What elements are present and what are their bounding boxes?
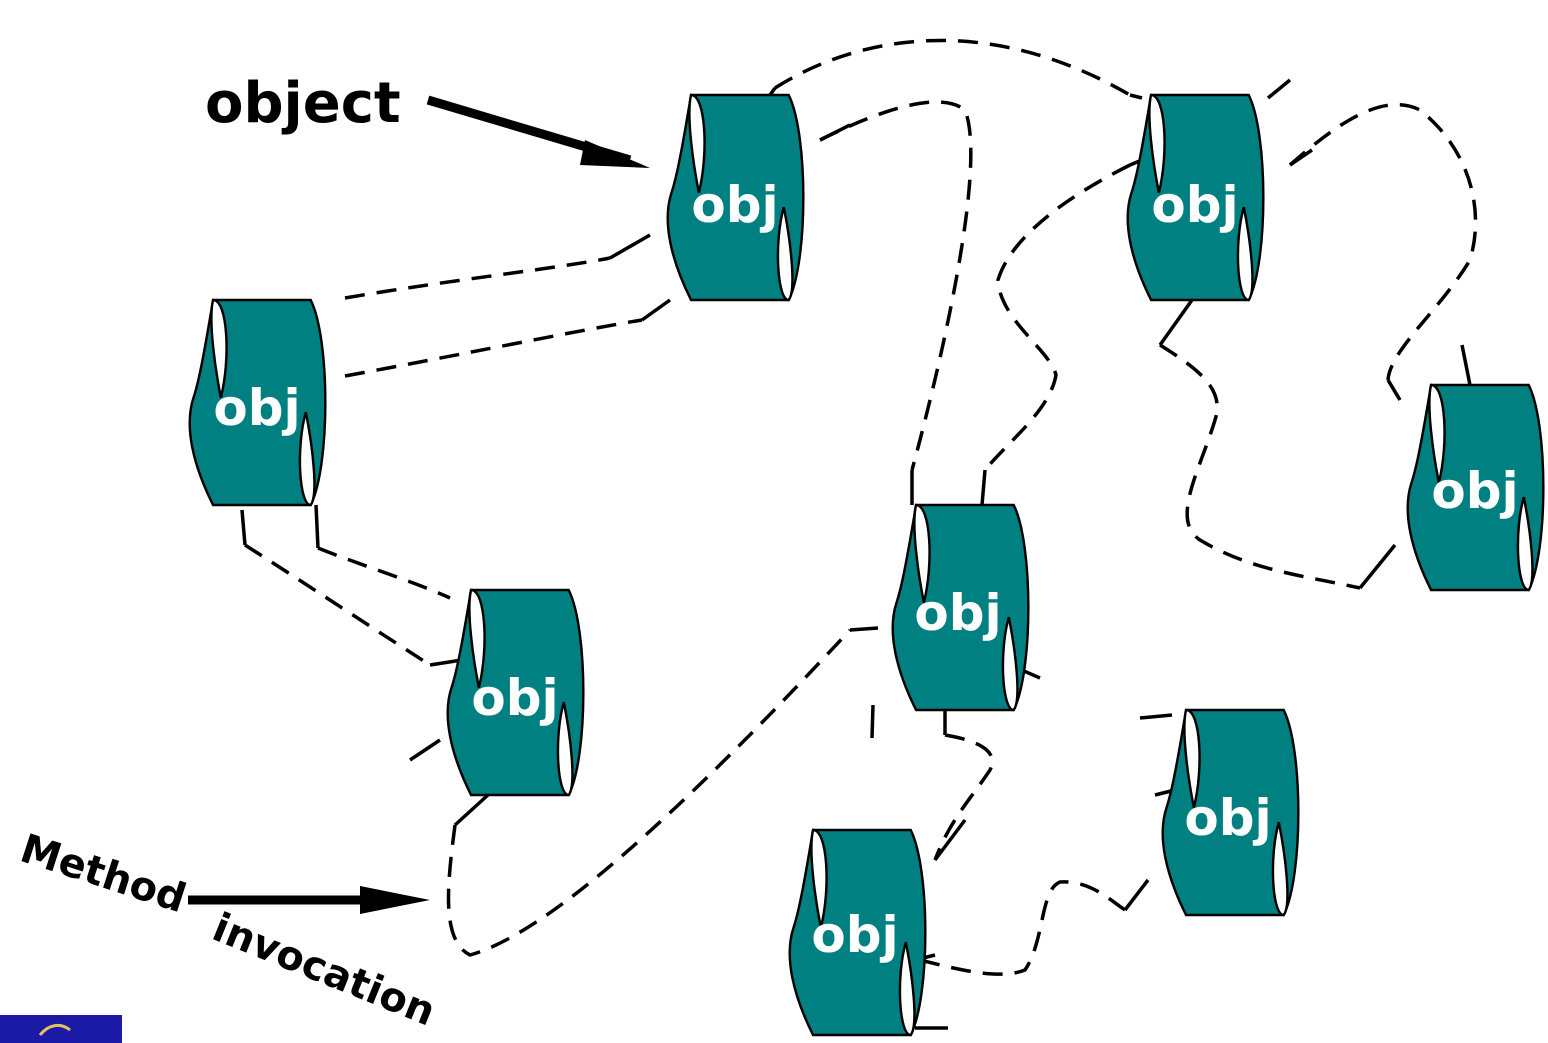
connection-line: [1159, 343, 1361, 590]
object-node: obj: [891, 503, 1030, 712]
object-label: obj: [691, 176, 778, 234]
object-node: obj: [788, 828, 927, 1037]
connection-line: [344, 256, 611, 300]
connection-line: [919, 880, 1126, 976]
connection-line: [933, 733, 994, 861]
object-label: obj: [1184, 789, 1271, 847]
object-label: obj: [914, 584, 1001, 642]
connection-line: [244, 543, 431, 667]
connection-line: [774, 38, 1131, 97]
object-node: obj: [446, 588, 585, 797]
object-callout: object: [205, 71, 650, 168]
connection-line: [344, 318, 643, 378]
connector-stubs: [240, 78, 1472, 1030]
method-label: Method: [15, 826, 192, 922]
object-label: obj: [471, 669, 558, 727]
object-node: obj: [1126, 93, 1265, 302]
object-label: obj: [213, 379, 300, 437]
object-label: obj: [1431, 462, 1518, 520]
object-callout-label: object: [205, 71, 401, 136]
connection-line: [446, 628, 852, 957]
object-node: obj: [1406, 383, 1545, 592]
connection-line: [317, 546, 451, 600]
connection-line: [1288, 103, 1478, 381]
object-node: obj: [1161, 708, 1300, 917]
connections: [244, 38, 1478, 976]
method-invocation-callout: Method invocation: [15, 826, 442, 1036]
corner-logo-icon: [0, 1015, 122, 1043]
object-label: obj: [811, 906, 898, 964]
object-node: obj: [666, 93, 805, 302]
object-label: obj: [1151, 176, 1238, 234]
connection-line: [819, 100, 973, 471]
object-node: obj: [188, 298, 327, 507]
connection-line: [983, 163, 1131, 472]
invocation-label: invocation: [206, 905, 441, 1036]
